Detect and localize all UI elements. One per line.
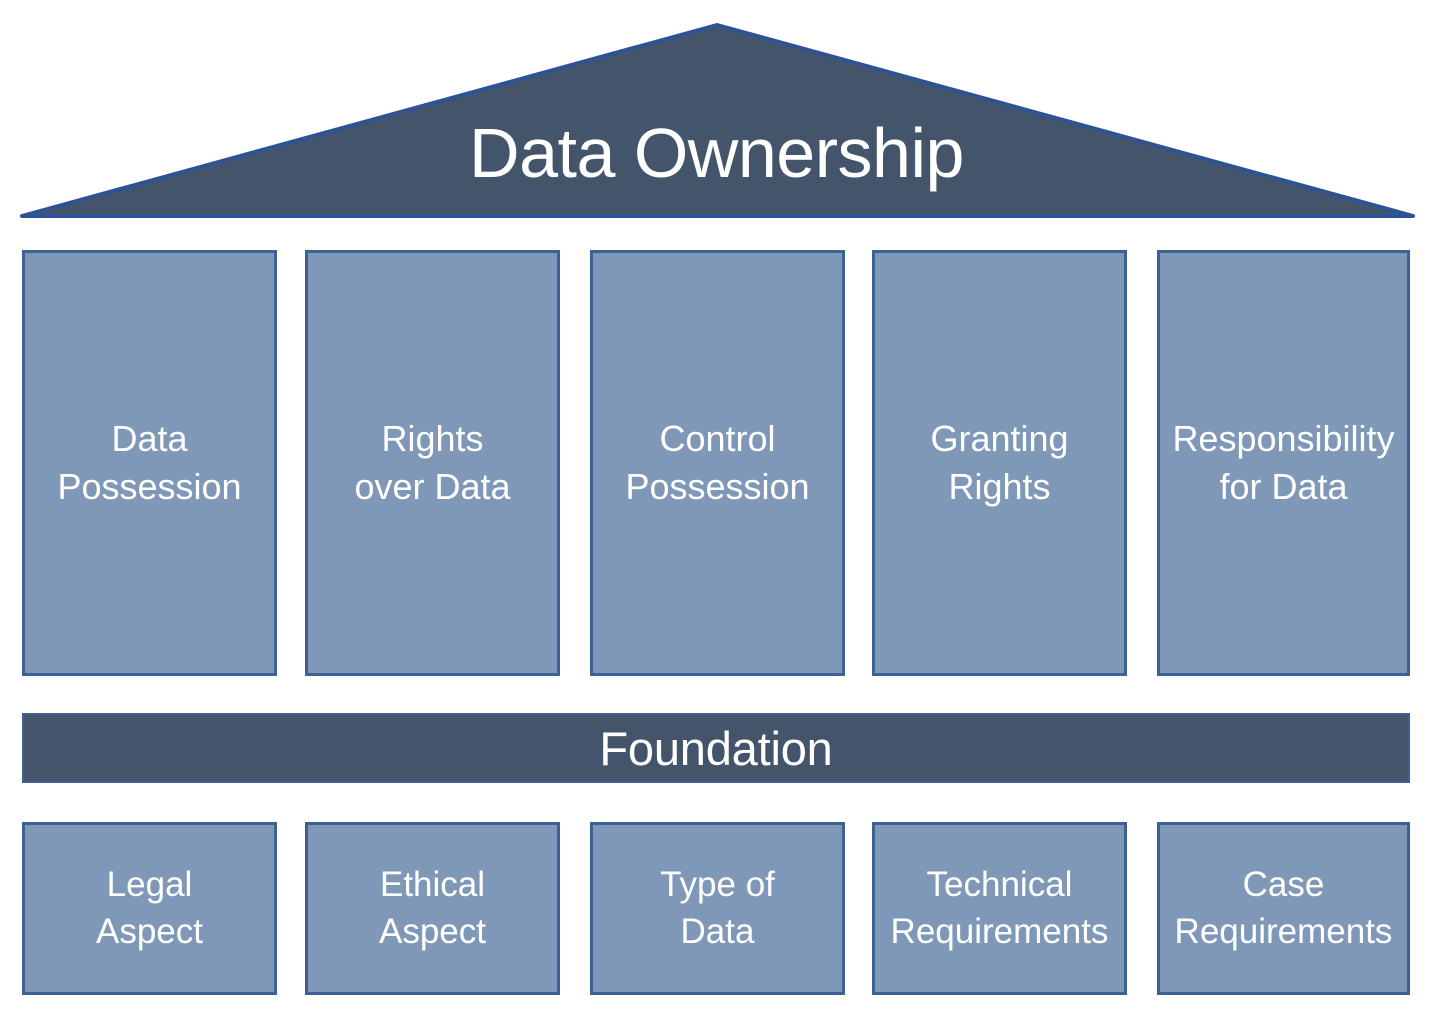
- base-block-label: Technical Requirements: [890, 864, 1109, 951]
- pillar-control-possession[interactable]: Control Possession: [590, 250, 845, 676]
- base-block-technical-requirements[interactable]: Technical Requirements: [872, 822, 1127, 995]
- base-block-label: Case Requirements: [1174, 864, 1393, 951]
- pillar-granting-rights[interactable]: Granting Rights: [872, 250, 1127, 676]
- pillar-label: Responsibility for Data: [1172, 418, 1395, 507]
- base-block-legal-aspect[interactable]: Legal Aspect: [22, 822, 277, 995]
- pillar-rights-over-data[interactable]: Rights over Data: [305, 250, 560, 676]
- foundation-label: Foundation: [599, 721, 833, 775]
- pillar-label: Rights over Data: [354, 418, 511, 507]
- base-block-case-requirements[interactable]: Case Requirements: [1157, 822, 1410, 995]
- pillar-data-possession[interactable]: Data Possession: [22, 250, 277, 676]
- foundation-bar[interactable]: Foundation: [22, 713, 1410, 783]
- pediment-roof-shape[interactable]: Data Ownership: [0, 0, 1433, 232]
- pillar-label: Granting Rights: [930, 418, 1069, 507]
- pillar-responsibility-for-data[interactable]: Responsibility for Data: [1157, 250, 1410, 676]
- pillar-label: Control Possession: [625, 418, 810, 507]
- base-block-label: Legal Aspect: [96, 864, 203, 951]
- base-block-type-of-data[interactable]: Type of Data: [590, 822, 845, 995]
- base-block-label: Ethical Aspect: [379, 864, 486, 951]
- pillar-label: Data Possession: [57, 418, 242, 507]
- roof-triangle-icon: [20, 23, 1415, 218]
- base-block-ethical-aspect[interactable]: Ethical Aspect: [305, 822, 560, 995]
- base-block-label: Type of Data: [660, 864, 775, 951]
